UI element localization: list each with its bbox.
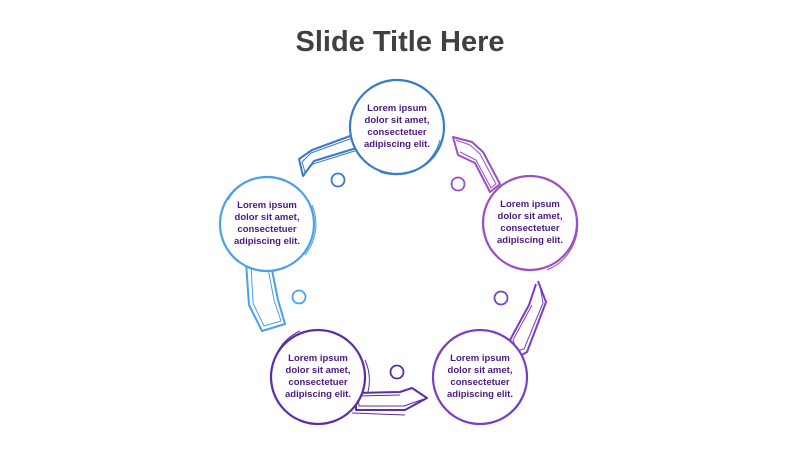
arrow-1-to-2	[452, 136, 501, 193]
arrow-5-to-1	[298, 131, 364, 177]
step-3-text: Lorem ipsum dolor sit amet, consectetuer…	[447, 353, 513, 400]
step-3-circle	[431, 328, 529, 426]
step-1-circle	[348, 78, 446, 176]
step-5-text: Lorem ipsum dolor sit amet, consectetuer…	[234, 200, 300, 247]
dot-1	[330, 172, 346, 188]
step-5-circle	[218, 175, 317, 273]
step-4-text: Lorem ipsum dolor sit amet, consectetuer…	[285, 353, 351, 400]
dot-4	[389, 364, 405, 380]
arrow-4-to-5	[245, 259, 286, 332]
step-2-text: Lorem ipsum dolor sit amet, consectetuer…	[497, 199, 563, 246]
step-4-circle	[269, 328, 370, 426]
dot-5	[291, 289, 307, 305]
dot-2	[450, 176, 466, 192]
step-1-text: Lorem ipsum dolor sit amet, consectetuer…	[364, 103, 430, 150]
step-2-circle	[481, 174, 579, 272]
slide-title: Slide Title Here	[295, 26, 505, 58]
dot-3	[493, 290, 509, 306]
